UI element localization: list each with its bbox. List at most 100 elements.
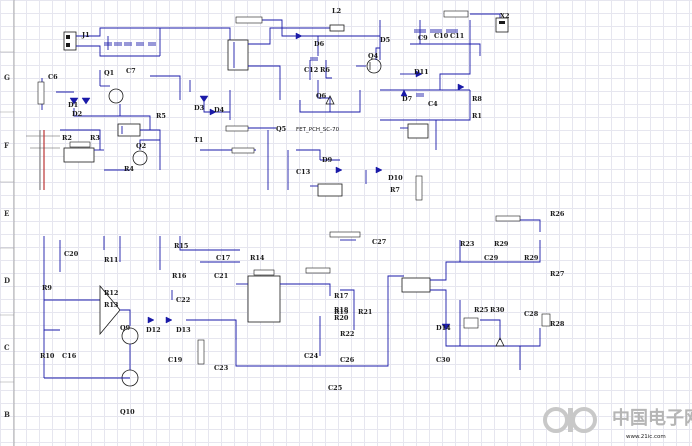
- label-r16: R16: [172, 272, 187, 280]
- label-d5: D5: [380, 36, 391, 44]
- label-r20: R20: [334, 314, 349, 322]
- transformer-mid: [117, 123, 141, 137]
- label-r25: R25: [474, 306, 489, 314]
- label-d10: D10: [388, 174, 403, 182]
- frame-border: G F E D C B: [0, 0, 15, 446]
- watermark-chinese: 中国电子网: [612, 407, 692, 429]
- label-q2: Q2: [136, 142, 146, 150]
- mid-right-wiring: [296, 149, 423, 201]
- row-marker-g: G: [4, 73, 10, 82]
- transistor-q1: [108, 88, 124, 104]
- label-d9: D9: [322, 156, 333, 164]
- label-q1: Q1: [104, 69, 114, 77]
- label-c27: C27: [372, 238, 386, 246]
- label-c25: C25: [328, 384, 343, 392]
- label-d6: D6: [314, 40, 325, 48]
- label-d3: D3: [194, 104, 205, 112]
- label-c30: C30: [436, 356, 451, 364]
- label-r17: R17: [334, 292, 348, 300]
- label-d13: D13: [176, 326, 191, 334]
- label-d2: D2: [72, 110, 82, 118]
- label-r27: R27: [550, 270, 564, 278]
- label-d7: D7: [402, 95, 412, 103]
- watermark-url: www.21ic.com: [626, 434, 666, 440]
- watermark: 中国电子网 www.21ic.com: [543, 407, 692, 440]
- component-labels: L2 X2 J1 Q1 C6 C7 D1 D2 R2 R3 R4 Q2 R5 D…: [40, 7, 565, 416]
- label-d12: D12: [146, 326, 161, 334]
- label-j1: J1: [81, 31, 90, 39]
- label-d11: D11: [414, 68, 429, 76]
- label-c9: C9: [418, 34, 428, 42]
- label-d1: D1: [68, 101, 78, 109]
- label-r3: R3: [90, 134, 100, 142]
- label-r8: R8: [472, 95, 482, 103]
- label-x2: X2: [500, 12, 510, 20]
- transistor-q2: [132, 150, 148, 166]
- row-marker-d: D: [4, 276, 10, 285]
- label-r26: R26: [550, 210, 565, 218]
- watermark-logo: [543, 407, 597, 433]
- label-r28: R28: [550, 320, 565, 328]
- label-r29: R29: [494, 240, 509, 248]
- label-c24: C24: [304, 352, 319, 360]
- label-c4: C4: [428, 100, 438, 108]
- label-c11: C11: [450, 32, 464, 40]
- label-r6: R6: [320, 66, 330, 74]
- label-q10: Q10: [120, 408, 135, 416]
- label-c22: C22: [176, 296, 190, 304]
- label-l2: L2: [332, 7, 341, 15]
- label-r22: R22: [340, 330, 354, 338]
- connector-x2: [495, 17, 509, 33]
- label-r14: R14: [250, 254, 265, 262]
- op-amp: [99, 284, 121, 336]
- label-d14: D14: [436, 324, 451, 332]
- label-c17: C17: [216, 254, 230, 262]
- ic-feedback: [407, 123, 429, 139]
- label-r15: R15: [174, 242, 189, 250]
- label-r23: R23: [460, 240, 475, 248]
- transformer-top: [227, 39, 249, 71]
- label-r11: R11: [104, 256, 118, 264]
- label-r9: R9: [42, 284, 52, 292]
- label-q4: Q4: [368, 52, 379, 60]
- label-c29: C29: [484, 254, 499, 262]
- label-r10: R10: [40, 352, 55, 360]
- label-c12: C12: [304, 66, 318, 74]
- label-q5: Q5: [276, 125, 287, 133]
- label-r21: R21: [358, 308, 372, 316]
- label-c6: C6: [48, 73, 58, 81]
- label-r18: R18: [334, 306, 349, 314]
- ic-controller-left: [63, 147, 95, 163]
- transistor-q4: [366, 58, 382, 74]
- label-r5: R5: [156, 112, 166, 120]
- label-r19: R19: [334, 308, 349, 316]
- label-r12: R12: [104, 289, 118, 297]
- label-c13: C13: [296, 168, 311, 176]
- label-r29b: R29: [524, 254, 539, 262]
- label-c26: C26: [340, 356, 355, 364]
- label-r4: R4: [124, 165, 134, 173]
- label-c21: C21: [214, 272, 228, 280]
- label-c28: C28: [524, 310, 539, 318]
- lower-wiring: [43, 215, 551, 387]
- row-marker-b: B: [4, 410, 10, 419]
- label-r30: R30: [490, 306, 505, 314]
- label-r1: R1: [472, 112, 482, 120]
- label-r13: R13: [104, 301, 119, 309]
- upper-wiring: [63, 10, 509, 150]
- label-t1: T1: [194, 136, 203, 144]
- inductor-l2: [329, 24, 345, 32]
- label-q6: Q6: [316, 92, 327, 100]
- row-marker-f: F: [4, 141, 9, 150]
- ic-main-controller: [247, 275, 281, 323]
- row-marker-e: E: [4, 209, 9, 218]
- primary-wiring: [26, 70, 289, 190]
- label-d4: D4: [214, 106, 225, 114]
- label-c23: C23: [214, 364, 229, 372]
- label-c19: C19: [168, 356, 183, 364]
- ic-optocoupler-top: [317, 183, 343, 197]
- label-c7: C7: [126, 67, 136, 75]
- part-note: FET_PCH_SC-70: [296, 127, 340, 133]
